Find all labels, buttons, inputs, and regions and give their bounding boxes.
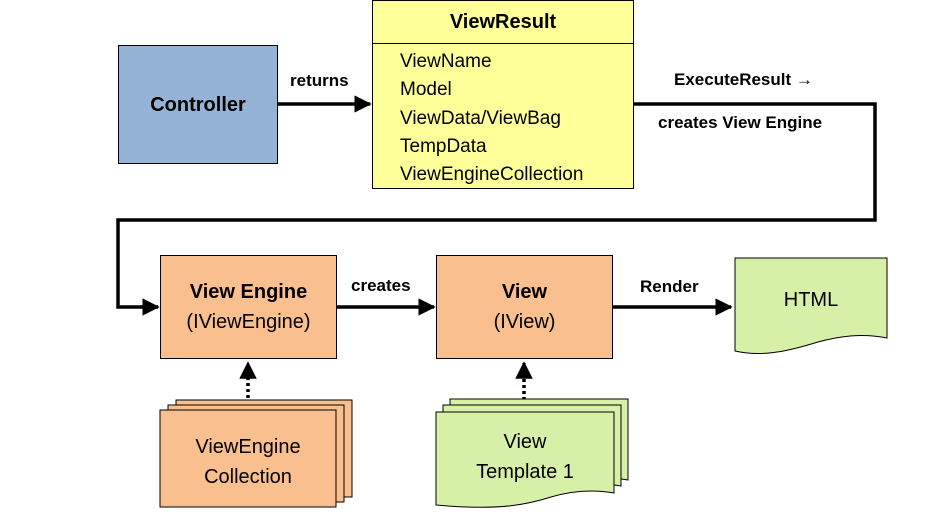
view-template-line1: View: [504, 431, 548, 453]
view-template-stack: View Template 1: [435, 398, 629, 508]
html-label: HTML: [784, 289, 838, 311]
controller-label: Controller: [150, 93, 246, 116]
creates-view-engine-label: creates View Engine: [658, 113, 823, 132]
view-result-box: ViewResult ViewName Model ViewData/ViewB…: [372, 0, 634, 189]
view-result-properties: ViewName Model ViewData/ViewBag TempData…: [373, 44, 633, 189]
view-engine-title: View Engine: [189, 281, 308, 303]
returns-label: returns: [290, 71, 349, 90]
view-engine-box: View Engine (IViewEngine): [160, 255, 337, 359]
view-template-line2: Template 1: [476, 461, 574, 483]
view-engine-collection-line1: ViewEngine: [195, 436, 300, 458]
view-result-property: ViewEngineCollection: [400, 164, 584, 186]
view-result-property: TempData: [400, 135, 487, 157]
creates-label: creates: [351, 276, 411, 295]
view-engine-collection-line2: Collection: [204, 466, 292, 488]
html-document-shape: [734, 257, 888, 354]
view-result-property: ViewName: [400, 51, 492, 72]
view-engine-collection-stack: ViewEngine Collection: [159, 399, 353, 508]
view-box: View (IView): [436, 255, 613, 359]
controller-box: Controller: [118, 45, 278, 164]
execute-result-label: ExecuteResult →: [674, 70, 813, 89]
view-result-title: ViewResult: [373, 1, 633, 44]
execute-result-connector: [116, 102, 877, 316]
view-title: View: [501, 281, 548, 303]
view-subtitle: (IView): [493, 311, 556, 333]
view-result-property: ViewData/ViewBag: [400, 107, 561, 129]
view-engine-subtitle: (IViewEngine): [186, 311, 311, 333]
view-result-property: Model: [400, 79, 452, 101]
render-label: Render: [640, 277, 699, 296]
